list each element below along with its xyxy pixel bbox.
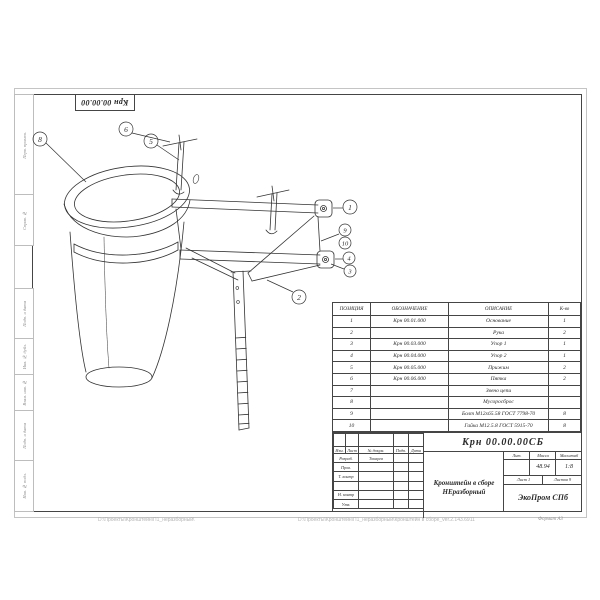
spec-header-designation: ОБОЗНАЧЕНИЕ — [370, 302, 449, 316]
role-row: Пров. — [333, 462, 424, 473]
spec-header-row: ПОЗИЦИЯ ОБОЗНАЧЕНИЕ ОПИСАНИЕ К-во — [332, 302, 581, 316]
document-number: Крн 00.00.00СБ — [423, 433, 582, 452]
callouts: 8 6 5 1 9 10 4 3 — [32, 121, 358, 305]
lit-label: Лит. — [503, 451, 530, 460]
product-name: Кронштейн в сборе НЕразборный — [423, 451, 504, 518]
braces — [185, 215, 321, 282]
mounting-post — [230, 270, 252, 431]
spec-header-description: ОПИСАНИЕ — [448, 302, 549, 316]
margin-field-inv-podl: Инв. № подл. — [14, 460, 34, 512]
balloon-2: 2 — [266, 279, 307, 305]
title-block-signature-table: Изм. Лист № докум. Подп. Дата Разраб.Ток… — [333, 433, 424, 510]
clamp-screws — [162, 134, 290, 235]
balloon-4: 4 — [335, 251, 356, 265]
company-name: ЭкоПром СПб — [503, 484, 582, 511]
svg-text:10: 10 — [342, 241, 349, 248]
lit-value — [503, 459, 530, 476]
scale-label: Масштаб — [555, 451, 582, 460]
svg-text:6: 6 — [124, 125, 128, 134]
balloon-1: 1 — [333, 199, 358, 215]
svg-text:8: 8 — [38, 135, 42, 144]
svg-text:5: 5 — [149, 137, 153, 146]
mass-value: 48.94 — [529, 459, 556, 476]
corner-designation-stamp: Крн 00.00.00 — [75, 94, 135, 111]
balloon-5: 5 — [143, 133, 180, 161]
clamp-band — [73, 241, 179, 264]
balloon-8: 8 — [32, 131, 87, 183]
spec-header-qty: К-во — [548, 302, 581, 316]
margin-field-sprav-no: Справ. № — [14, 194, 34, 246]
balloon-3: 3 — [330, 263, 357, 278]
container-body — [63, 165, 191, 388]
role-row: Утв. — [333, 498, 424, 510]
role-row — [333, 480, 424, 491]
scale-value: 1:8 — [555, 459, 582, 476]
spec-header-position: ПОЗИЦИЯ — [332, 302, 371, 316]
file-path-left: D:\Проекты\Кронштейн\П1_неразборный\ — [98, 517, 195, 523]
sheet-number: Лист 1 — [503, 475, 543, 485]
balloon-6: 6 — [118, 121, 171, 143]
svg-text:1: 1 — [348, 203, 352, 212]
bracket-arms — [171, 198, 335, 269]
chain-link — [192, 174, 200, 184]
role-row: Разраб.Токарев — [333, 452, 424, 464]
balloon-9: 9 — [320, 223, 352, 242]
svg-text:2: 2 — [297, 293, 301, 302]
file-path-right: D:\Проекты\Кронштейн\П1_неразборный\Крон… — [298, 517, 475, 523]
svg-text:4: 4 — [347, 256, 351, 263]
role-row: Т. контр — [333, 471, 424, 482]
title-block-columns-row: Изм. Лист № докум. Подп. Дата — [333, 446, 424, 454]
title-block: Изм. Лист № докум. Подп. Дата Разраб.Ток… — [332, 432, 582, 518]
format-label: Формат A3 — [538, 516, 563, 522]
balloon-10: 10 — [338, 236, 352, 250]
svg-text:9: 9 — [343, 228, 347, 235]
role-row: Н. контр — [333, 489, 424, 500]
sheets-total: Листов 9 — [542, 475, 582, 485]
mass-label: Масса — [529, 451, 556, 460]
svg-text:3: 3 — [347, 269, 352, 276]
